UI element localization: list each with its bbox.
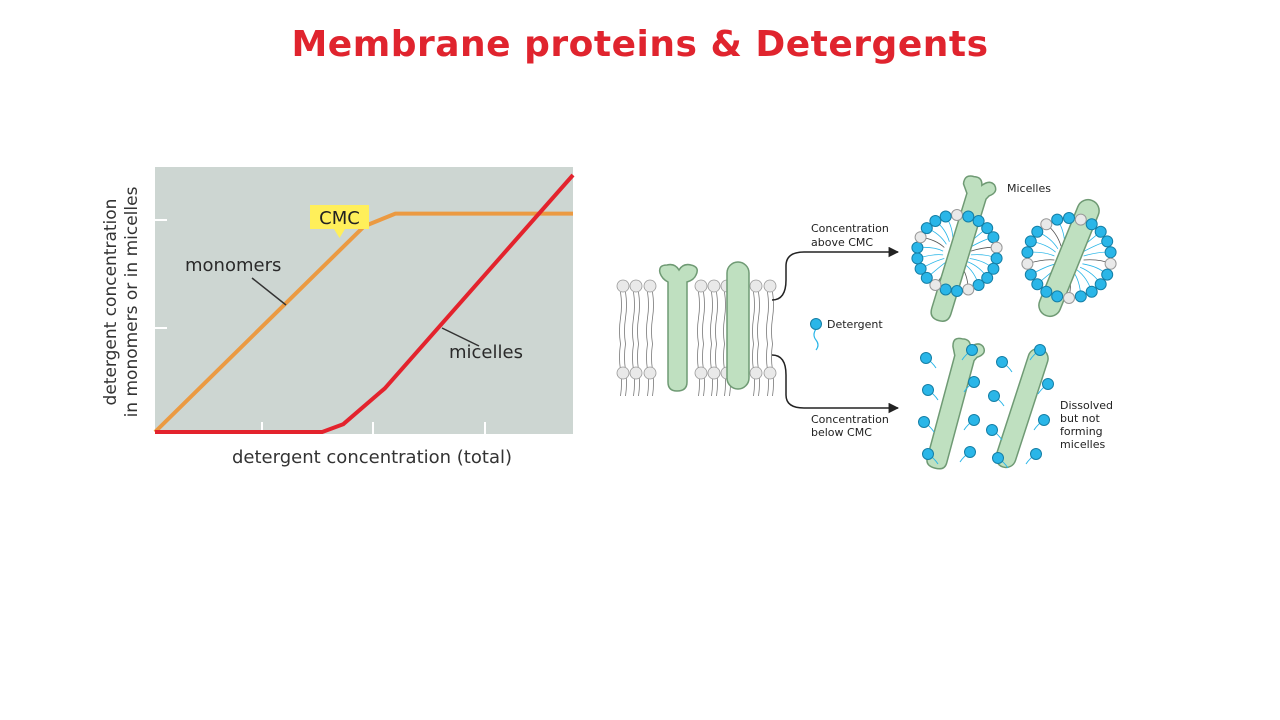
cmc-callout-box — [310, 205, 369, 238]
arrow-above-cmc — [771, 246, 900, 301]
slide-title: Membrane proteins & Detergents — [291, 24, 989, 65]
series-line-monomers — [153, 211, 573, 434]
detergent-diagram: Concentration above CMC Concentration be… — [616, 175, 1117, 470]
micelles-label: Micelles — [1007, 182, 1051, 195]
dissolved-protein-2 — [986, 344, 1054, 469]
leader-line-micelles — [441, 327, 480, 347]
dissolved-label-line1: Dissolved — [1060, 399, 1113, 412]
micelle-protein-rod — [1038, 198, 1100, 318]
membrane-protein-rod — [726, 261, 750, 390]
cmc-label: CMC — [319, 208, 360, 229]
x-axis-label: detergent concentration (total) — [232, 447, 512, 468]
leader-line-monomers — [251, 277, 287, 306]
dissolved-label-line2: but not — [1060, 412, 1100, 425]
detergent-label: Detergent — [827, 318, 883, 331]
detergent-legend: Detergent — [810, 318, 883, 351]
micelle-2 — [1021, 198, 1117, 318]
label-below-cmc-line1: Concentration — [811, 413, 889, 426]
series-label-micelles: micelles — [449, 342, 523, 363]
arrow-below-cmc — [771, 354, 900, 414]
cmc-chart: CMC monomers micelles detergent concentr… — [101, 167, 575, 468]
dissolved-label-line4: micelles — [1060, 438, 1105, 451]
micelle-1 — [911, 175, 1003, 322]
series-line-micelles — [155, 173, 575, 434]
y-axis-label-line1: detergent concentration — [101, 199, 121, 406]
dissolved-protein-1 — [918, 337, 986, 470]
label-above-cmc-line2: above CMC — [811, 236, 873, 249]
y-axis-label-line2: in monomers or in micelles — [122, 186, 142, 417]
label-below-cmc-line2: below CMC — [811, 426, 872, 439]
dissolved-label-line3: forming — [1060, 425, 1103, 438]
micelle-protein-bone — [930, 175, 997, 322]
label-above-cmc-line1: Concentration — [811, 222, 889, 235]
lipid-bilayer — [616, 279, 777, 397]
membrane-protein-bone — [658, 263, 698, 392]
series-label-monomers: monomers — [185, 255, 281, 276]
